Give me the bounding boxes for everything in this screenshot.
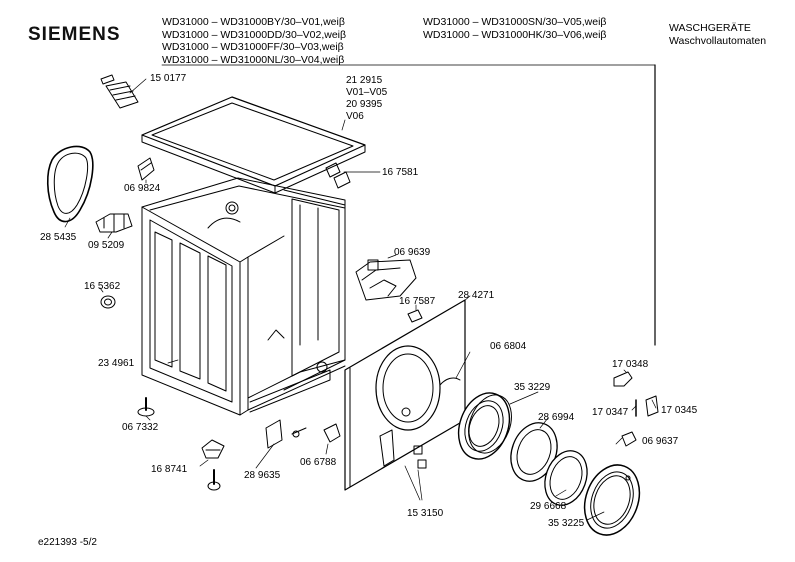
part-label: 17 0348 [612,359,649,370]
adjustable-foot [137,397,155,421]
part-label: 16 7581 [382,167,419,178]
part-label: 29 6668 [530,501,567,512]
latch-part [645,395,659,417]
part-label: 06 6804 [490,341,527,352]
small-clip [407,304,423,323]
door-ring [457,392,512,460]
part-label: 06 6788 [300,457,337,468]
part-label: 17 0345 [661,405,698,416]
screw-part [323,423,341,455]
cap-part [621,431,637,447]
bracket-part [137,157,155,184]
part-label: 06 9824 [124,183,161,194]
part-label: 15 3150 [407,508,444,519]
part-label: 06 7332 [122,422,159,433]
part-label: 09 5209 [88,240,125,251]
part-label: 06 9637 [642,436,679,447]
foot-cap [99,287,116,309]
model-line: WD31000 – WD31000BY/30–V01,weiβ [162,16,345,28]
model-line: WD31000 – WD31000SN/30–V05,weiβ [423,16,607,28]
cable-part [439,351,471,386]
cabinet-housing [141,177,346,416]
model-line: WD31000 – WD31000FF/30–V03,weiβ [162,41,344,53]
document-id: e221393 -5/2 [38,537,97,548]
part-label: 28 6994 [538,412,575,423]
part-label: 06 9639 [394,247,431,258]
model-line: WD31000 – WD31000HK/30–V06,weiβ [423,28,607,41]
leader-lines [167,119,657,521]
part-label: 23 4961 [98,358,135,369]
part-label: 16 8741 [151,464,188,475]
part-label: 15 0177 [150,73,187,84]
outer-door [583,464,641,536]
clamp-part [95,213,133,239]
clip-part [325,162,381,189]
part-label: V06 [346,111,364,122]
top-cover [141,96,366,194]
pivot-part [255,419,307,469]
part-label: 16 5362 [84,281,121,292]
model-list-right: WD31000 – WD31000SN/30–V05,weiβ WD31000 … [423,16,606,41]
hinge-part [379,429,427,501]
category-title: WASCHGERÄTE [669,22,751,34]
handle-part [613,369,633,387]
part-label: 28 5435 [40,232,77,243]
part-label: 17 0347 [592,407,629,418]
brand-logo: SIEMENS [28,24,121,45]
part-label: 28 4271 [458,290,495,301]
part-label: 21 2915 [346,75,383,86]
model-list-left: WD31000 – WD31000BY/30–V01,weiβ WD31000 … [162,16,346,66]
inner-ring [544,450,588,506]
hose-connector [100,74,147,109]
category-subtitle: Waschvollautomaten [669,34,767,47]
gasket-part [46,145,94,228]
part-label: V01–V05 [346,87,388,98]
part-label: 35 3225 [548,518,585,529]
front-panel [344,295,471,491]
part-label: 35 3229 [514,382,551,393]
category-block: WASCHGERÄTE Waschvollautomaten [669,22,766,47]
door-lock [355,254,417,301]
part-label: 28 9635 [244,470,281,481]
model-line: WD31000 – WD31000NL/30–V04,weiβ [162,53,345,66]
model-line: WD31000 – WD31000DD/30–V02,weiβ [162,28,347,41]
part-label: 16 7587 [399,296,436,307]
foot-wheel [199,439,225,491]
part-label: 20 9395 [346,99,383,110]
